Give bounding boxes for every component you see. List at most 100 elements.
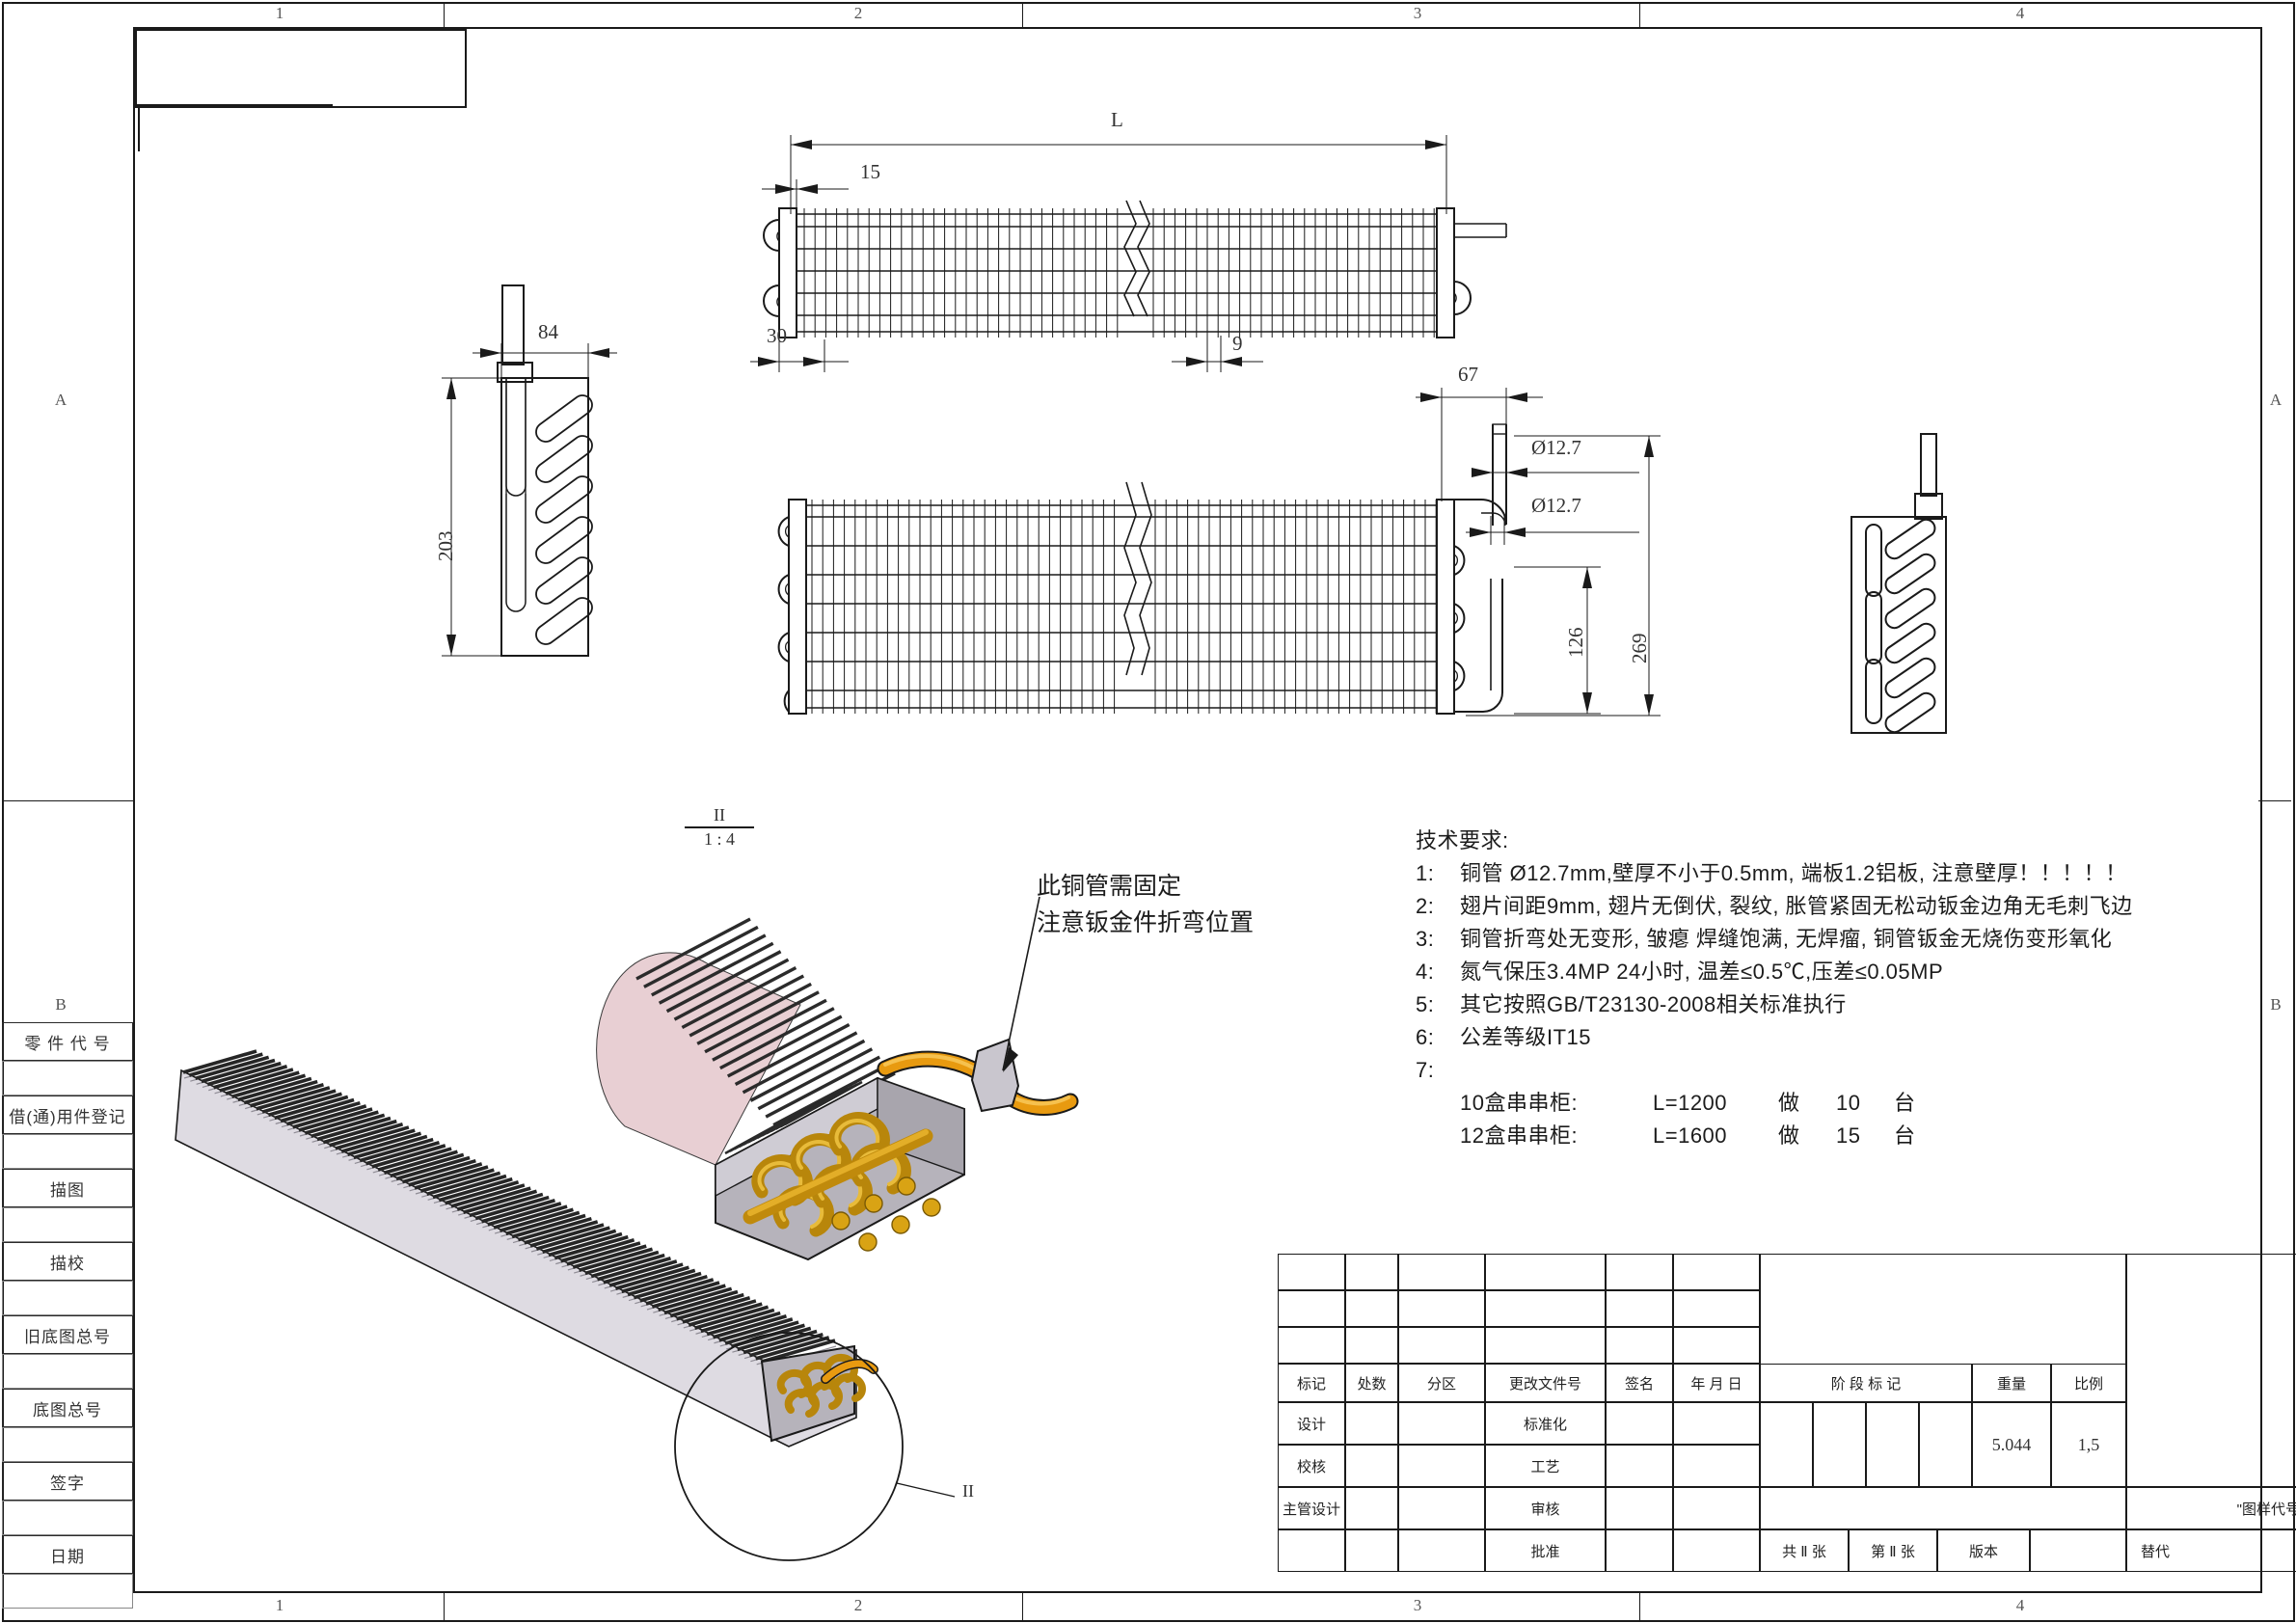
rev-header-2: 分区 (1398, 1364, 1485, 1402)
stub-row-label-8: 旧底图总号 (2, 1315, 133, 1354)
stage-mark-cell-2[interactable] (1866, 1402, 1919, 1487)
tech-item-4: 4:氮气保压3.4MP 24小时, 温差≤0.5℃,压差≤0.05MP (1416, 956, 2283, 988)
role-name-3[interactable] (1278, 1529, 1345, 1572)
stage-mark-cell-0[interactable] (1760, 1402, 1813, 1487)
title-name-area[interactable] (2126, 1254, 2296, 1487)
version-value[interactable] (2030, 1529, 2126, 1572)
right-side-view (1850, 433, 1947, 734)
stub-row-label-2: 借(通)用件登记 (2, 1096, 133, 1134)
rev-blank-r0c1[interactable] (1345, 1254, 1398, 1290)
process-sign-0[interactable] (1606, 1402, 1673, 1445)
rev-header-5-text: 年 月 日 (1690, 1375, 1742, 1393)
rev-blank-r1c1[interactable] (1345, 1290, 1398, 1327)
role-sign-1[interactable] (1345, 1445, 1398, 1487)
scale-label-text: 比例 (2073, 1375, 2103, 1393)
process-name-1-text: 工艺 (1530, 1458, 1560, 1475)
process-date-3[interactable] (1673, 1529, 1760, 1572)
role-sign-3[interactable] (1345, 1529, 1398, 1572)
role-date-3[interactable] (1398, 1529, 1485, 1572)
sheet-total-label: 共 Ⅱ 张 (1760, 1529, 1849, 1572)
stub-row-blank-11[interactable] (2, 1427, 133, 1462)
inner-border (133, 27, 2262, 1593)
process-date-0[interactable] (1673, 1402, 1760, 1445)
role-date-2[interactable] (1398, 1487, 1485, 1529)
order-qty: 15 (1836, 1123, 1861, 1148)
tech-item-number: 5: (1416, 992, 1435, 1016)
stub-row-blank-3[interactable] (2, 1134, 133, 1169)
rev-header-4-text: 签名 (1624, 1375, 1654, 1393)
rev-blank-r1c2[interactable] (1398, 1290, 1485, 1327)
stub-row-blank-7[interactable] (2, 1281, 133, 1315)
scale-value: 1,5 (2051, 1402, 2126, 1487)
stub-row-label-10: 底图总号 (2, 1389, 133, 1427)
rev-blank-r2c0[interactable] (1278, 1327, 1345, 1364)
stub-label-text: 借(通)用件登记 (9, 1107, 126, 1126)
role-sign-2[interactable] (1345, 1487, 1398, 1529)
sheet-index-label: 第 Ⅱ 张 (1849, 1529, 1937, 1572)
process-name-2: 审核 (1485, 1487, 1606, 1529)
process-date-1[interactable] (1673, 1445, 1760, 1487)
stub-row-blank-9[interactable] (2, 1354, 133, 1389)
dim-dia-upper: Ø12.7 (1531, 436, 1581, 459)
zone-label-top-2: 2 (853, 4, 863, 22)
tech-item-7: 7: (1416, 1054, 2283, 1087)
rev-blank-r1c0[interactable] (1278, 1290, 1345, 1327)
role-sign-0[interactable] (1345, 1402, 1398, 1445)
process-date-2[interactable] (1673, 1487, 1760, 1529)
stub-row-blank-5[interactable] (2, 1207, 133, 1242)
order-verb: 做 (1778, 1123, 1800, 1148)
callout-note: 此铜管需固定 注意钣金件折弯位置 (1037, 868, 1254, 941)
stub-row-blank-15[interactable] (2, 1574, 133, 1609)
dimension-lines-left (442, 343, 617, 657)
order-unit: 台 (1894, 1091, 1916, 1115)
rev-blank-r2c1[interactable] (1345, 1327, 1398, 1364)
zone-label-right-b: B (2270, 995, 2282, 1014)
role-date-1[interactable] (1398, 1445, 1485, 1487)
rev-blank-r0c2[interactable] (1398, 1254, 1485, 1290)
rev-blank-r2c2[interactable] (1398, 1327, 1485, 1364)
rev-blank-r1c4[interactable] (1606, 1290, 1673, 1327)
rev-blank-r1c5[interactable] (1673, 1290, 1760, 1327)
zone-label-bottom-4: 4 (2015, 1596, 2025, 1614)
rev-blank-r2c4[interactable] (1606, 1327, 1673, 1364)
zone-sep-right-1 (2258, 800, 2291, 801)
process-name-3-text: 批准 (1530, 1543, 1560, 1560)
process-sign-1[interactable] (1606, 1445, 1673, 1487)
process-sign-3[interactable] (1606, 1529, 1673, 1572)
detail-scale-tag: II 1 : 4 (685, 805, 754, 850)
weight-label-text: 重量 (1996, 1375, 2026, 1393)
stub-row-label-14: 日期 (2, 1535, 133, 1574)
stage-mark-cell-1[interactable] (1813, 1402, 1866, 1487)
rev-header-4: 签名 (1606, 1364, 1673, 1402)
rev-blank-r0c0[interactable] (1278, 1254, 1345, 1290)
process-sign-2[interactable] (1606, 1487, 1673, 1529)
stub-row-blank-1[interactable] (2, 1061, 133, 1096)
drawing-blank-area[interactable] (1760, 1487, 2126, 1529)
rev-blank-r0c5[interactable] (1673, 1254, 1760, 1290)
main-isometric-view (175, 1049, 956, 1561)
rev-header-5: 年 月 日 (1673, 1364, 1760, 1402)
stage-mark-cell-3[interactable] (1919, 1402, 1972, 1487)
zone-label-left-a: A (54, 391, 68, 409)
technical-requirements: 技术要求: 1:铜管 Ø12.7mm,壁厚不小于0.5mm, 端板1.2铝板, … (1416, 825, 2283, 1152)
role-name-0: 设计 (1278, 1402, 1345, 1445)
tech-item-number: 1: (1416, 861, 1435, 885)
rev-blank-r2c5[interactable] (1673, 1327, 1760, 1364)
rev-blank-r0c4[interactable] (1606, 1254, 1673, 1290)
role-date-0[interactable] (1398, 1402, 1485, 1445)
top-left-box-vline (138, 104, 140, 150)
dim-top-9: 9 (1232, 332, 1243, 355)
stub-label-text: 描校 (50, 1254, 85, 1273)
rev-blank-r0c3[interactable] (1485, 1254, 1606, 1290)
drawing-code: "图样代号" (2126, 1487, 2296, 1529)
detail-tag-rule (685, 826, 754, 828)
stub-row-blank-13[interactable] (2, 1501, 133, 1535)
rev-blank-r1c3[interactable] (1485, 1290, 1606, 1327)
rev-header-2-text: 分区 (1426, 1375, 1456, 1393)
tech-item-number: 6: (1416, 1025, 1435, 1049)
role-name-1: 校核 (1278, 1445, 1345, 1487)
rev-blank-r2c3[interactable] (1485, 1327, 1606, 1364)
order-length: L=1600 (1653, 1123, 1728, 1148)
